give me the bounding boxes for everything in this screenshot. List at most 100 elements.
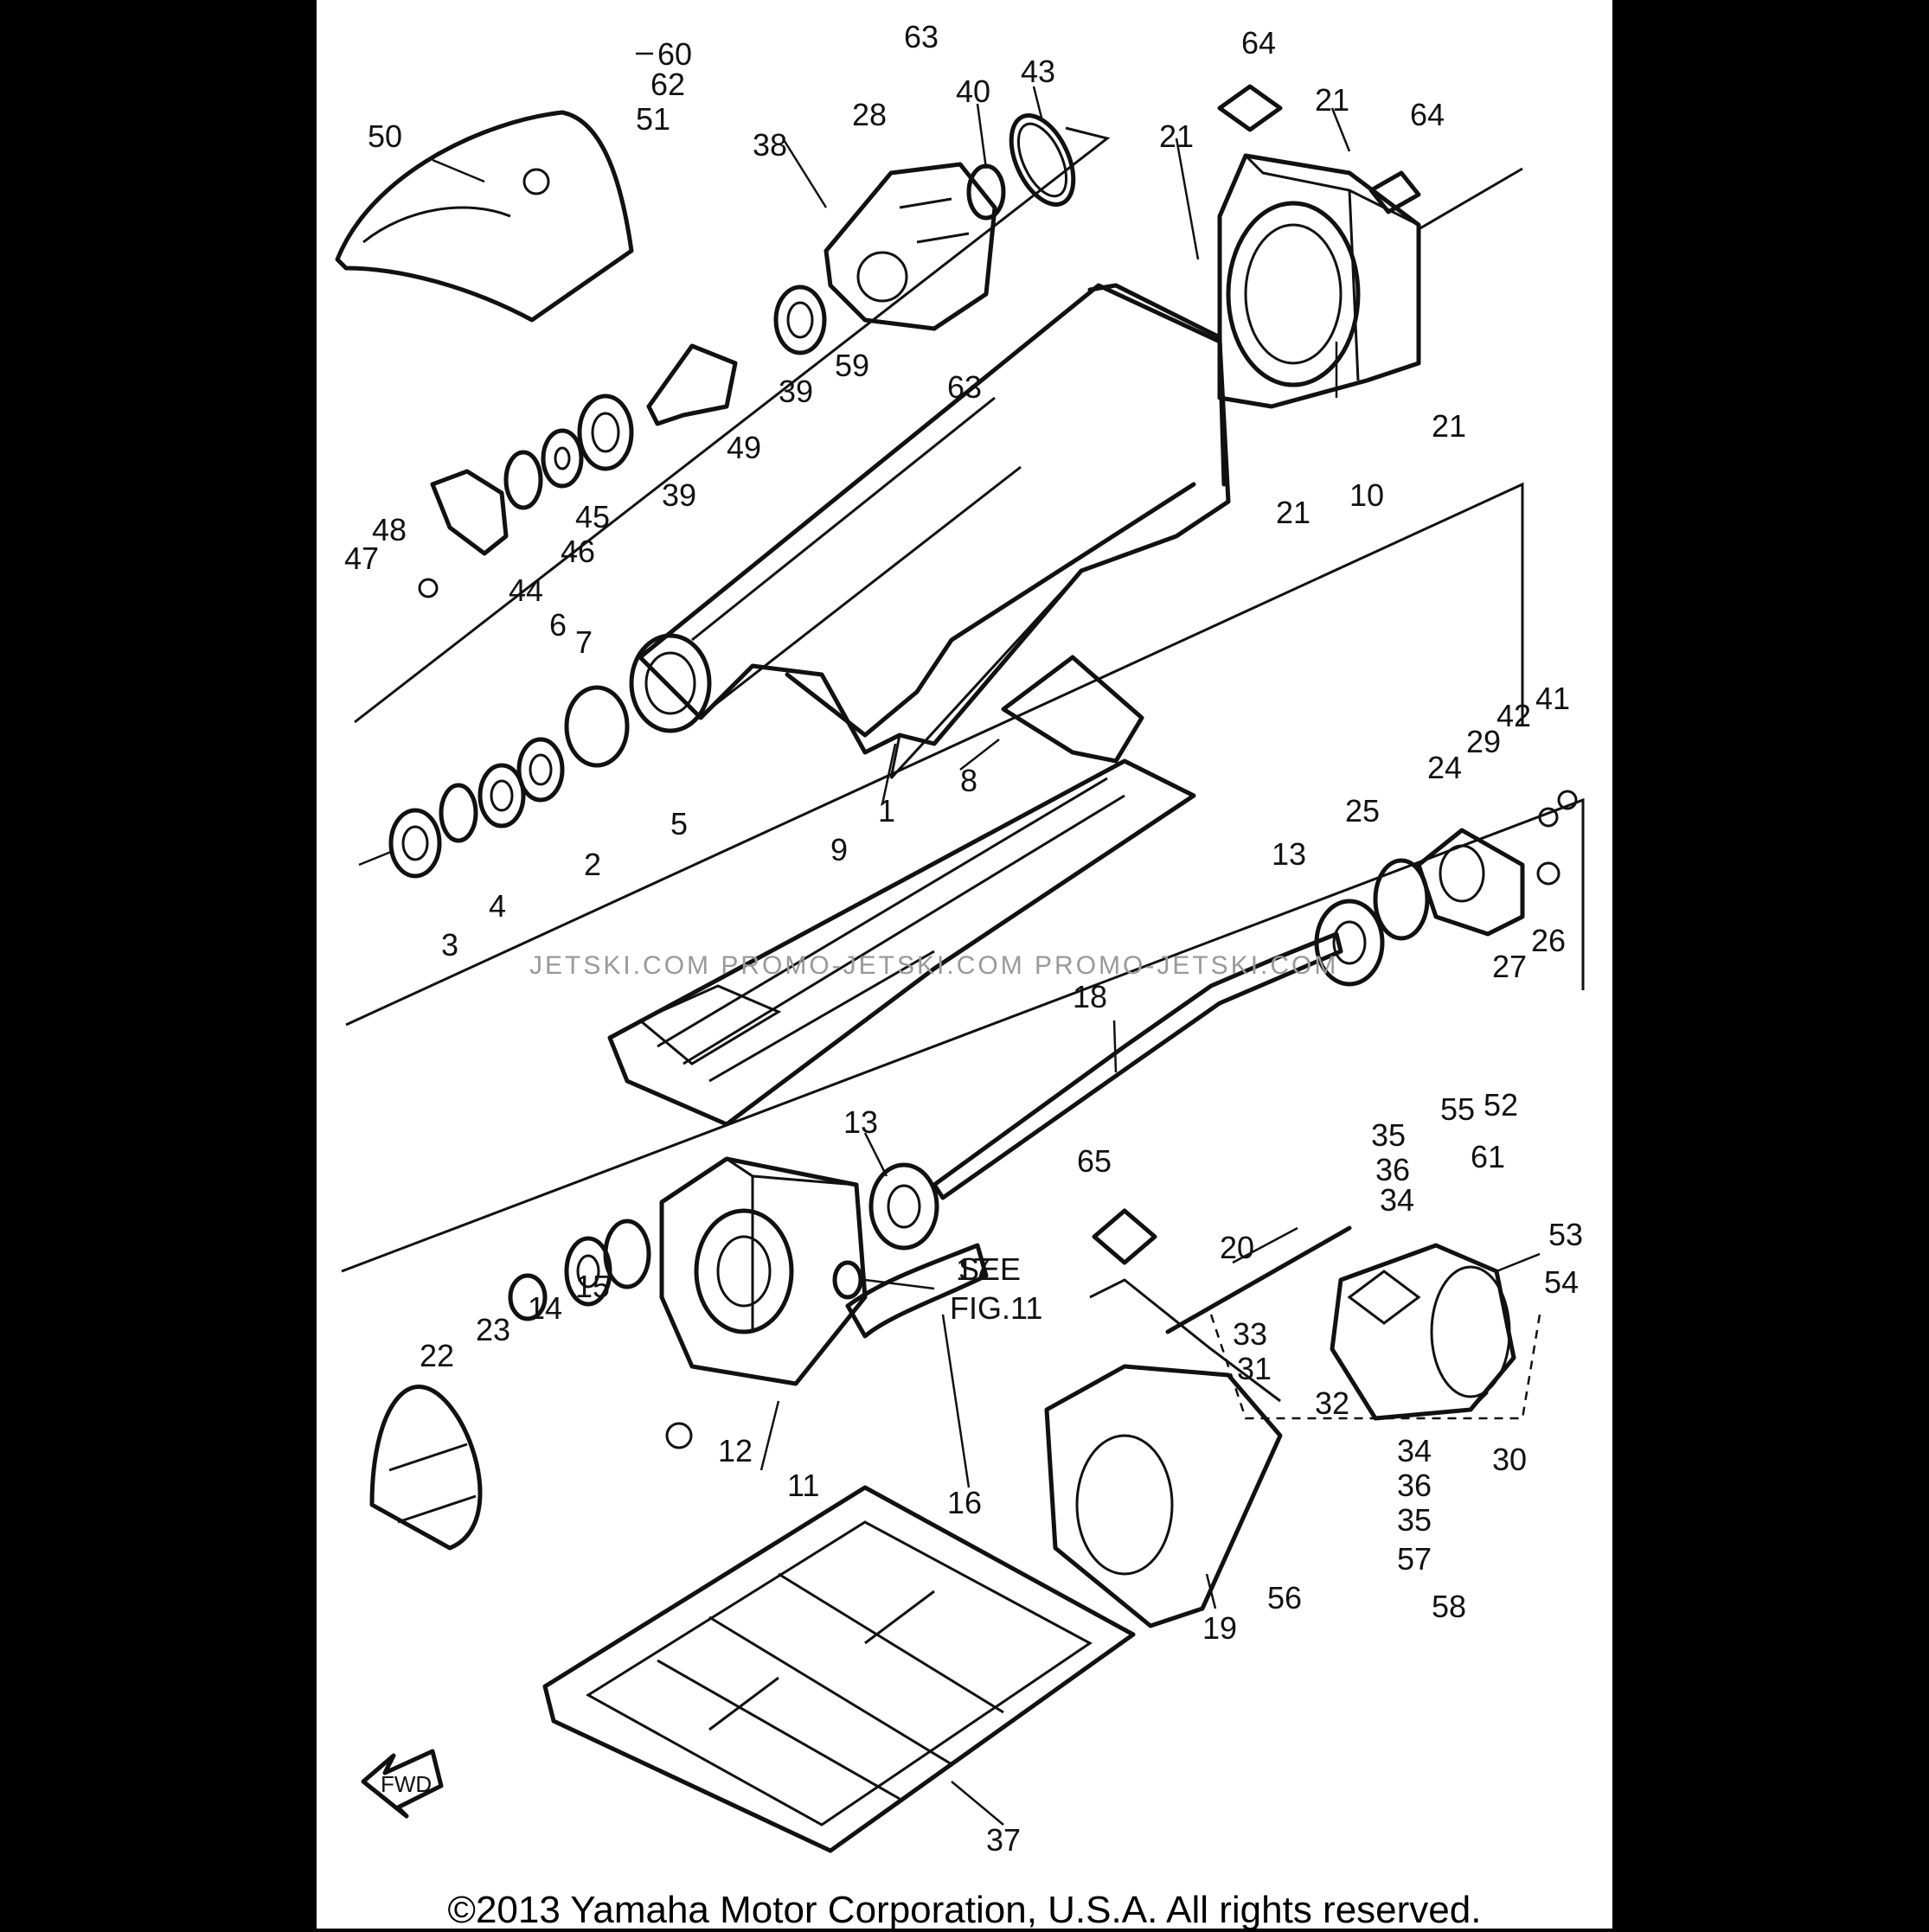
part-oring-40 xyxy=(966,163,1006,221)
part-bearing-39b xyxy=(577,393,634,471)
part-seal-3 xyxy=(388,808,442,879)
part-rod-20 xyxy=(1165,1225,1352,1334)
callout-63b: 63 xyxy=(947,369,982,405)
callout-2: 2 xyxy=(584,847,601,882)
callout-24: 24 xyxy=(1427,750,1462,785)
callout-22: 22 xyxy=(420,1338,454,1373)
part-sheet-8 xyxy=(1001,655,1144,764)
group-frames xyxy=(341,126,1585,1273)
callout-5: 5 xyxy=(670,806,688,841)
part-sleeve-5 xyxy=(564,685,630,768)
callout-21a: 21 xyxy=(1315,82,1349,118)
part-housing-44 xyxy=(430,469,509,556)
part-outline-30 xyxy=(1209,1314,1541,1420)
callout-3: 3 xyxy=(441,927,458,963)
callout-32: 32 xyxy=(1315,1385,1349,1421)
callout-1: 1 xyxy=(878,793,895,828)
callout-56: 56 xyxy=(1267,1580,1302,1615)
part-cap-24 xyxy=(1416,828,1525,937)
part-housing-10 xyxy=(1217,153,1421,409)
callout-48: 48 xyxy=(372,512,407,547)
callout-62: 62 xyxy=(650,67,685,102)
callout-43: 43 xyxy=(1021,54,1055,89)
leader-lines xyxy=(432,52,1541,1826)
callout-9: 9 xyxy=(830,832,848,867)
part-oring-25 xyxy=(1373,858,1430,941)
callout-16: 16 xyxy=(947,1485,982,1520)
callout-61: 61 xyxy=(1471,1139,1505,1174)
callout-17: 17 xyxy=(956,1251,990,1287)
callout-60: 60 xyxy=(657,36,692,72)
callout-29: 29 xyxy=(1466,724,1501,759)
callout-11: 11 xyxy=(787,1468,819,1503)
part-bolt-41 xyxy=(1557,790,1578,810)
part-washer-45 xyxy=(541,428,584,489)
frame-upper xyxy=(354,126,1111,724)
callout-28: 28 xyxy=(852,97,887,132)
part-nozzle-30 xyxy=(1330,1243,1516,1421)
part-oring-46 xyxy=(503,450,543,510)
callout-58: 58 xyxy=(1432,1589,1466,1624)
callout-35a: 35 xyxy=(1371,1117,1406,1153)
part-bearing-2a xyxy=(516,737,565,803)
part-shaft-18 xyxy=(932,931,1343,1200)
callout-47: 47 xyxy=(344,541,379,576)
callout-27: 27 xyxy=(1492,949,1527,984)
callout-34a: 34 xyxy=(1380,1182,1414,1218)
part-nozzle-housing-19 xyxy=(1044,1278,1283,1628)
callout-49: 49 xyxy=(727,430,761,465)
callout-10: 10 xyxy=(1349,477,1384,513)
callout-57: 57 xyxy=(1397,1541,1432,1577)
callout-31: 31 xyxy=(1237,1351,1272,1386)
part-bolt-47 xyxy=(418,578,439,598)
part-ring-15 xyxy=(603,1219,651,1289)
callout-26: 26 xyxy=(1531,923,1566,958)
callout-13a: 13 xyxy=(1272,836,1306,872)
part-pad-64b xyxy=(1368,170,1421,214)
part-pump-housing-11 xyxy=(659,1156,868,1386)
callout-36a: 36 xyxy=(1375,1152,1410,1187)
part-shaft-49 xyxy=(646,343,738,426)
callout-39b: 39 xyxy=(662,477,696,513)
callout-50: 50 xyxy=(368,118,402,154)
callout-36b: 36 xyxy=(1397,1468,1432,1503)
watermark: JETSKI.COM PROMO-JETSKI.COM PROMO-JETSKI… xyxy=(529,951,1339,980)
callout-12: 12 xyxy=(718,1433,753,1468)
frame-lower xyxy=(341,797,1585,1273)
part-pump-cover-38 xyxy=(824,162,997,331)
callout-39a: 39 xyxy=(779,374,813,409)
note-see-fig: SEE FIG.11 xyxy=(950,1251,1042,1326)
callout-64b: 64 xyxy=(1410,97,1445,132)
part-ring-43 xyxy=(1009,113,1076,207)
callout-38: 38 xyxy=(753,127,787,163)
part-pad-64a xyxy=(1217,84,1283,132)
frame-upper-right xyxy=(1418,167,1523,231)
callout-21b: 21 xyxy=(1159,118,1194,154)
callout-53: 53 xyxy=(1548,1217,1583,1252)
part-bearing-39a xyxy=(773,285,827,355)
callout-15: 15 xyxy=(575,1269,610,1304)
part-pad-65 xyxy=(1092,1208,1157,1265)
callout-18: 18 xyxy=(1073,979,1107,1014)
copyright-notice: ©2013 Yamaha Motor Corporation, U.S.A. A… xyxy=(447,1889,1482,1931)
callout-7: 7 xyxy=(575,624,593,660)
part-cover-50 xyxy=(335,110,634,323)
fwd-arrow-label: FWD xyxy=(381,1771,432,1797)
callout-37: 37 xyxy=(986,1822,1021,1858)
callout-14: 14 xyxy=(528,1290,562,1326)
part-bearing-2b xyxy=(477,763,526,828)
callout-42: 42 xyxy=(1496,698,1531,733)
part-bearing-13b xyxy=(868,1162,939,1251)
callout-46: 46 xyxy=(561,534,595,569)
callout-65: 65 xyxy=(1077,1143,1112,1179)
fwd-arrow: FWD xyxy=(361,1749,444,1819)
callout-labels: 60 62 51 50 63 28 40 43 38 64 21 64 21 2… xyxy=(344,19,1583,1858)
callout-33: 33 xyxy=(1233,1316,1267,1352)
callout-21c: 21 xyxy=(1432,408,1466,444)
callout-20: 20 xyxy=(1220,1230,1254,1265)
callout-51: 51 xyxy=(636,101,670,137)
callout-35b: 35 xyxy=(1397,1502,1432,1538)
callout-23: 23 xyxy=(476,1312,510,1347)
